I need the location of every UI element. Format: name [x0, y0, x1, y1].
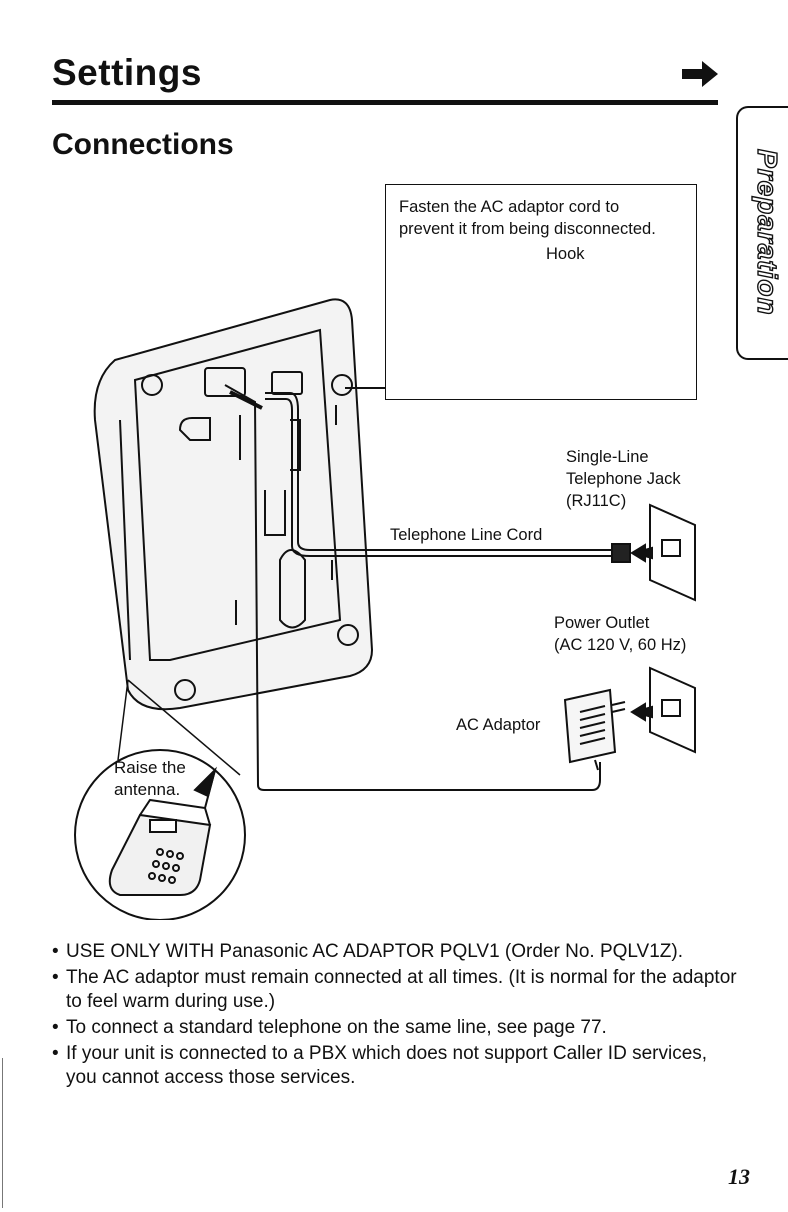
callout-line-2: prevent it from being disconnected.: [399, 220, 656, 238]
handset-illustration: [108, 766, 217, 896]
margin-mark: [2, 1058, 3, 1208]
note-item: USE ONLY WITH Panasonic AC ADAPTOR PQLV1…: [52, 940, 742, 964]
cord-label: Telephone Line Cord: [390, 526, 543, 544]
callout-line-1: Fasten the AC adaptor cord to: [399, 198, 620, 216]
outlet-label-line: Power Outlet: [554, 614, 650, 632]
page-number: 13: [728, 1164, 750, 1189]
arrow-right-icon: [682, 61, 718, 87]
note-item: To connect a standard telephone on the s…: [52, 1016, 742, 1040]
antenna-label-line: antenna.: [114, 780, 181, 799]
side-tab: Preparation: [736, 106, 788, 360]
notes-list: USE ONLY WITH Panasonic AC ADAPTOR PQLV1…: [52, 940, 742, 1092]
connection-diagram: [74, 250, 696, 920]
jack-label-line: (RJ11C): [566, 492, 627, 510]
power-outlet-icon: [630, 666, 696, 754]
side-tab-label: Preparation: [751, 148, 783, 316]
base-unit-illustration: [93, 298, 374, 711]
antenna-label: Raise the antenna.: [114, 757, 186, 801]
hook-callout-text: Fasten the AC adaptor cord to prevent it…: [399, 196, 689, 240]
jack-label-line: Telephone Jack: [566, 470, 681, 488]
note-item: The AC adaptor must remain connected at …: [52, 966, 742, 1014]
jack-label: Single-Line Telephone Jack (RJ11C): [566, 446, 681, 512]
outlet-label: Power Outlet (AC 120 V, 60 Hz): [554, 612, 686, 656]
outlet-label-line: (AC 120 V, 60 Hz): [554, 636, 687, 654]
title-rule: [52, 100, 718, 105]
wall-jack-icon: [611, 503, 696, 602]
jack-label-line: Single-Line: [566, 448, 649, 466]
page-title: Settings: [52, 52, 202, 93]
antenna-label-line: Raise the: [114, 758, 186, 777]
note-item: If your unit is connected to a PBX which…: [52, 1042, 742, 1090]
ac-adaptor-icon: [563, 688, 626, 771]
hook-label: Hook: [546, 245, 585, 263]
adaptor-label: AC Adaptor: [456, 716, 541, 734]
section-title: Connections: [52, 128, 234, 161]
hook-callout-box: [385, 184, 697, 400]
